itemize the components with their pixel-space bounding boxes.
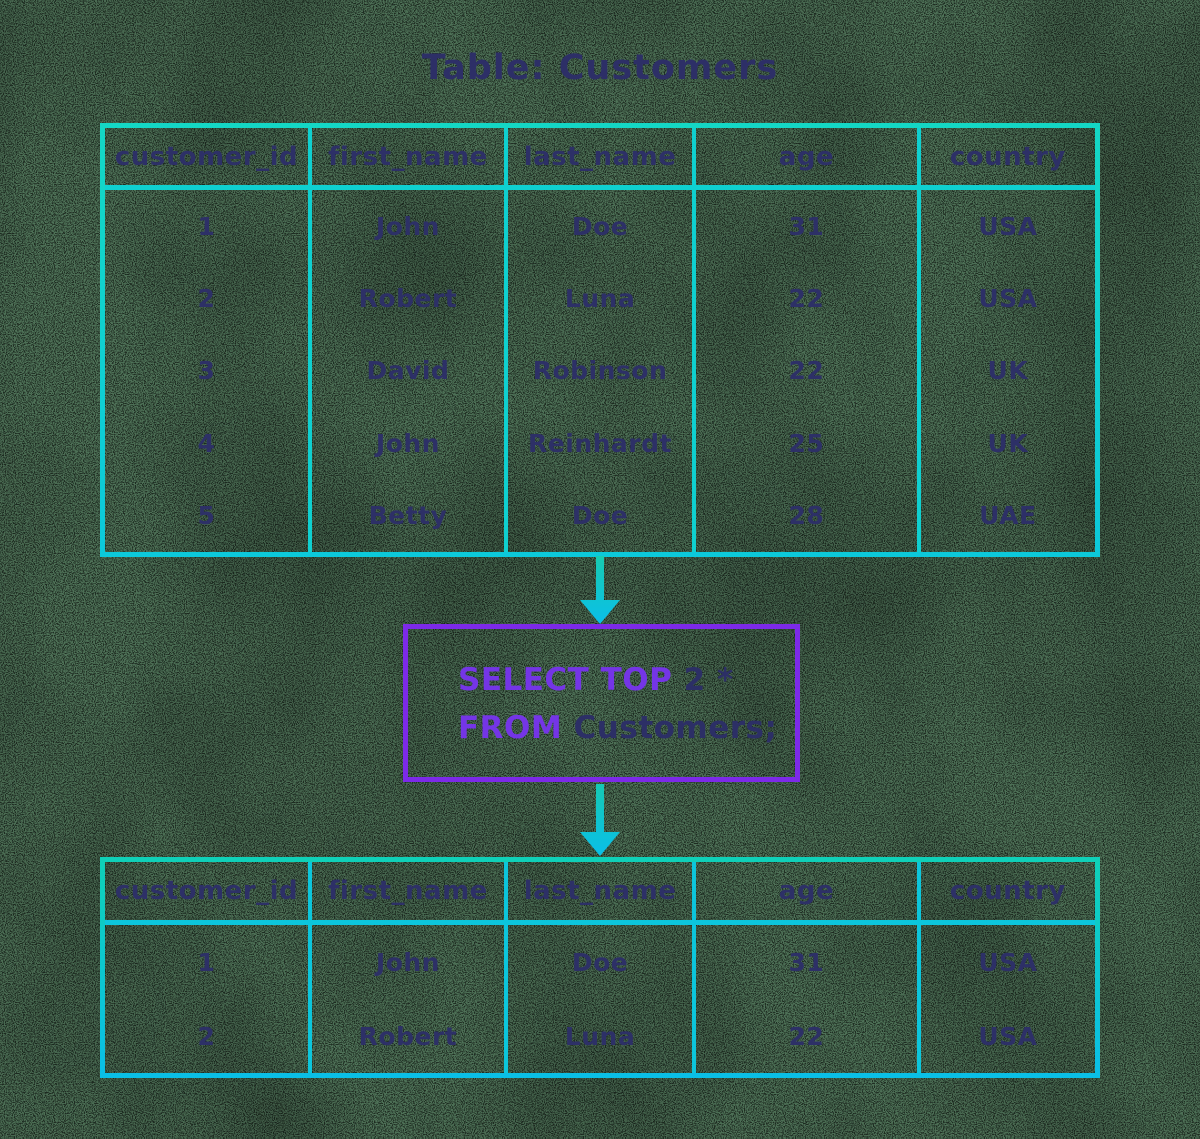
column-header-age: age	[692, 862, 917, 925]
sql-query-line-2: FROM Customers;	[458, 704, 785, 752]
table-cell: Robert	[307, 262, 504, 335]
table-cell: 22	[692, 262, 917, 335]
table-cell: Doe	[503, 479, 692, 552]
arrow-down-icon	[580, 556, 620, 624]
table-cell: 3	[197, 356, 216, 386]
column-header-customer-id: customer_id	[105, 862, 308, 925]
result-table: customer_id first_name last_name age cou…	[100, 857, 1100, 1078]
table-cell: Doe	[503, 925, 692, 999]
table-cell: UK	[916, 407, 1095, 480]
table-cell: USA	[916, 999, 1095, 1073]
sql-value: 2 *	[683, 662, 734, 698]
sql-value: Customers;	[573, 710, 778, 746]
table-cell: 22	[692, 999, 917, 1073]
sql-query-box: SELECT TOP 2 * FROM Customers;	[403, 624, 800, 782]
table-cell: Betty	[307, 479, 504, 552]
table-cell: Luna	[503, 999, 692, 1073]
table-cell: 5	[197, 501, 216, 531]
table-cell: USA	[916, 925, 1095, 999]
table-cell: USA	[916, 262, 1095, 335]
table-cell: Doe	[503, 190, 692, 263]
table-cell: UAE	[916, 479, 1095, 552]
table-cell: 31	[692, 190, 917, 263]
table-cell: 4	[197, 428, 216, 458]
column-header-first-name: first_name	[307, 128, 504, 190]
table-cell: 25	[692, 407, 917, 480]
table-cell: Luna	[503, 262, 692, 335]
column-header-customer-id: customer_id	[105, 128, 308, 190]
table-cell: 31	[692, 925, 917, 999]
column-header-last-name: last_name	[503, 128, 693, 190]
table-cell: John	[307, 925, 504, 999]
column-header-age: age	[692, 128, 917, 190]
diagram-title: Table: Customers	[421, 48, 779, 88]
column-header-country: country	[916, 128, 1095, 190]
table-cell: UK	[916, 334, 1095, 408]
table-cell: 28	[692, 479, 917, 552]
table-cell: Robert	[307, 999, 504, 1073]
table-cell: 2	[197, 1021, 216, 1051]
column-header-last-name: last_name	[503, 862, 693, 925]
arrow-down-icon	[580, 784, 620, 856]
table-cell: Robinson	[503, 334, 692, 408]
sql-text	[672, 662, 683, 698]
sql-keyword: SELECT TOP	[458, 662, 673, 698]
table-cell: 1	[197, 947, 216, 977]
table-cell: 1	[197, 211, 216, 241]
table-cell: 22	[692, 334, 917, 408]
sql-keyword: FROM	[458, 710, 563, 746]
table-cell: John	[307, 190, 504, 263]
table-cell: USA	[916, 190, 1095, 263]
table-cell: David	[307, 334, 504, 408]
table-cell: John	[307, 407, 504, 480]
column-header-first-name: first_name	[307, 862, 504, 925]
table-cell: Reinhardt	[503, 407, 692, 480]
sql-query-line-1: SELECT TOP 2 *	[458, 656, 785, 704]
sql-text	[562, 710, 573, 746]
table-cell: 2	[197, 284, 216, 314]
column-header-country: country	[916, 862, 1095, 925]
source-table: customer_id first_name last_name age cou…	[100, 123, 1100, 557]
